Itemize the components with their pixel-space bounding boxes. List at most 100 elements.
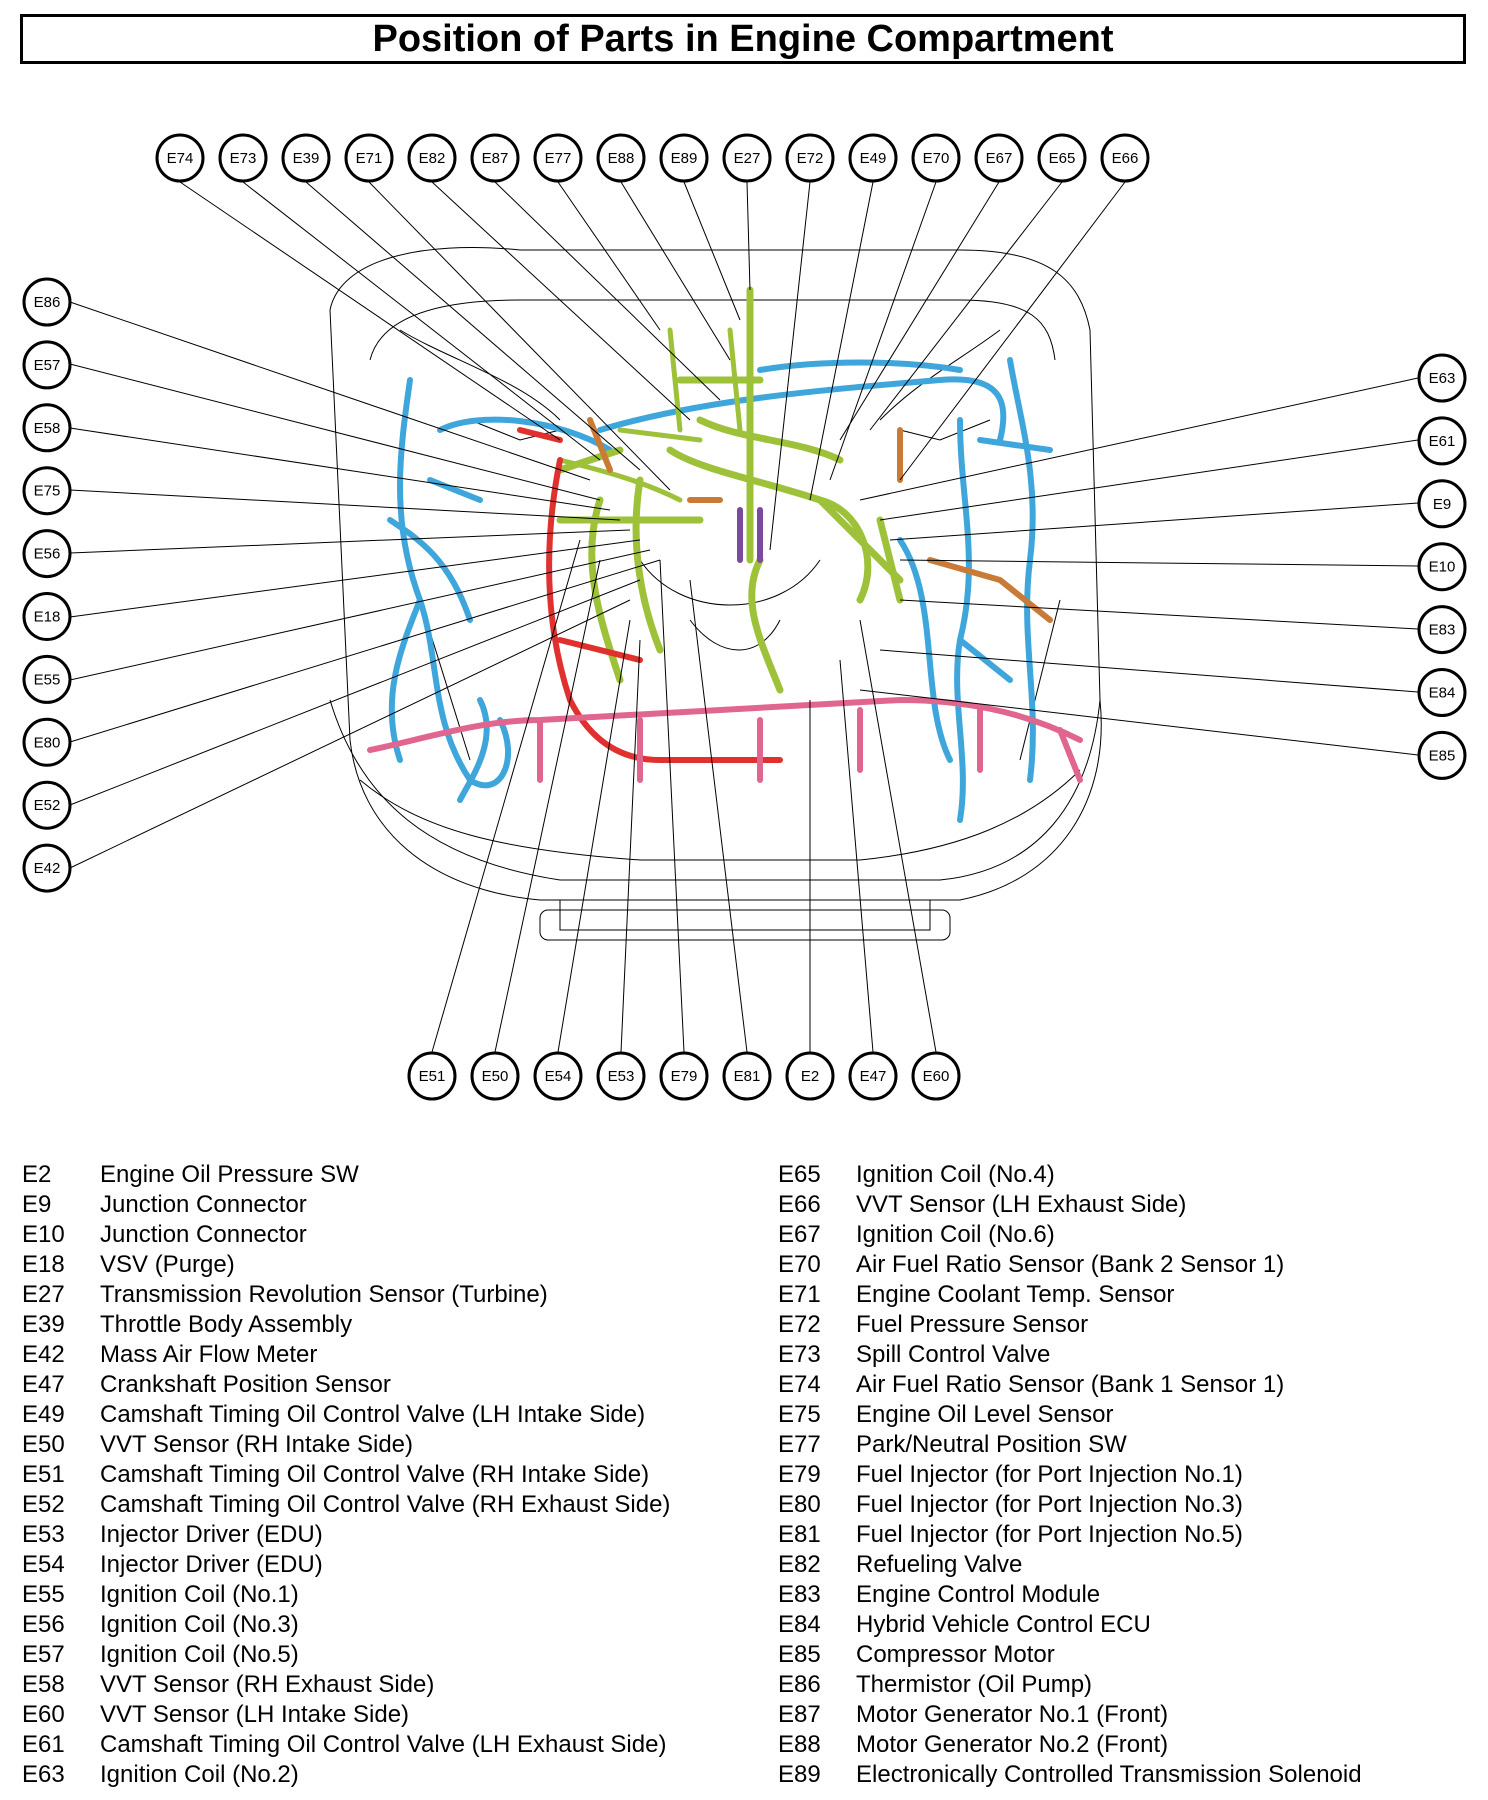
callout-circle <box>22 717 72 767</box>
legend-part-name: Ignition Coil (No.2) <box>100 1761 299 1788</box>
callout-circle <box>470 133 520 183</box>
callout-label: E84 <box>1429 685 1456 702</box>
legend-code: E88 <box>778 1731 821 1758</box>
callout-circle <box>22 592 72 641</box>
legend-row: E80 Fuel Injector (for Port Injection No.… <box>778 1490 1362 1520</box>
callout-circle <box>911 1051 961 1101</box>
callout-circle <box>1417 416 1467 466</box>
harness-pink <box>367 697 1083 783</box>
callout-label: E2 <box>801 1068 819 1085</box>
legend-code: E54 <box>22 1551 65 1578</box>
legend-code: E87 <box>778 1701 821 1728</box>
callout-e27: E27 <box>722 133 772 183</box>
callout-e65: E65 <box>1037 133 1087 183</box>
legend-part-name: Ignition Coil (No.1) <box>100 1581 299 1608</box>
legend-code: E85 <box>778 1641 821 1668</box>
callout-e42: E42 <box>22 843 72 893</box>
callout-circle <box>533 1051 583 1101</box>
callout-circle <box>1417 605 1467 655</box>
legend-code: E52 <box>22 1491 65 1518</box>
legend-part-name: Hybrid Vehicle Control ECU <box>856 1611 1151 1638</box>
callout-e55: E55 <box>22 654 72 704</box>
legend-part-name: VVT Sensor (RH Intake Side) <box>100 1431 414 1458</box>
wire-harness <box>367 286 1083 823</box>
callout-label: E39 <box>293 150 320 167</box>
legend-code: E39 <box>22 1311 65 1338</box>
callout-label: E73 <box>230 150 257 167</box>
legend-code: E67 <box>778 1221 821 1248</box>
callout-label: E89 <box>671 150 698 167</box>
callout-e73: E73 <box>218 133 268 183</box>
callout-circle <box>22 843 72 893</box>
callout-e66: E66 <box>1100 133 1150 183</box>
legend-row: E60 VVT Sensor (LH Intake Side) <box>22 1700 670 1730</box>
callout-e70: E70 <box>911 133 961 183</box>
legend-code: E50 <box>22 1431 65 1458</box>
callout-label: E65 <box>1049 150 1076 167</box>
legend-code: E63 <box>22 1761 65 1788</box>
legend-code: E9 <box>22 1191 52 1218</box>
callout-circle <box>1417 479 1467 529</box>
legend-part-name: Engine Oil Pressure SW <box>100 1161 359 1188</box>
callout-e61: E61 <box>1417 416 1467 466</box>
callout-e10: E10 <box>1417 542 1467 592</box>
callout-circle <box>407 133 457 183</box>
legend-part-name: Fuel Pressure Sensor <box>856 1311 1089 1338</box>
callout-circle <box>1100 133 1150 183</box>
legend-row: E70 Air Fuel Ratio Sensor (Bank 2 Sensor … <box>778 1250 1362 1280</box>
legend-code: E60 <box>22 1701 65 1728</box>
callout-e89: E89 <box>659 133 709 183</box>
legend-code: E2 <box>22 1161 52 1188</box>
callout-e80: E80 <box>22 717 72 767</box>
callout-label: E18 <box>34 609 61 626</box>
legend-code: E57 <box>22 1641 65 1668</box>
callout-e50: E50 <box>470 1051 520 1101</box>
callout-e54: E54 <box>533 1051 583 1101</box>
callout-label: E54 <box>545 1068 572 1085</box>
callout-label: E75 <box>34 483 61 500</box>
callout-e49: E49 <box>848 133 898 183</box>
legend-part-name: Air Fuel Ratio Sensor (Bank 2 Sensor 1) <box>856 1251 1285 1278</box>
vehicle-outline <box>329 247 1102 941</box>
callout-circle <box>1417 730 1467 780</box>
legend-part-name: VVT Sensor (LH Intake Side) <box>100 1701 410 1728</box>
callout-e2: E2 <box>785 1051 835 1101</box>
legend-part-name: Junction Connector <box>100 1221 307 1248</box>
callout-e72: E72 <box>785 133 835 183</box>
callout-e18: E18 <box>22 592 72 641</box>
page-title: Position of Parts in Engine Compartment <box>372 17 1114 60</box>
callout-label: E74 <box>167 150 194 167</box>
callout-e87: E87 <box>470 133 520 183</box>
callout-circle <box>785 133 835 183</box>
legend-part-name: Junction Connector <box>100 1191 307 1218</box>
callout-e60: E60 <box>911 1051 961 1101</box>
callout-e47: E47 <box>848 1051 898 1101</box>
legend-code: E80 <box>778 1491 821 1518</box>
callout-circle <box>470 1051 520 1101</box>
callout-label: E57 <box>34 357 61 374</box>
legend-part-name: Engine Oil Level Sensor <box>856 1401 1114 1428</box>
callout-label: E82 <box>419 150 446 167</box>
callout-e71: E71 <box>344 133 394 183</box>
callout-circle <box>596 1051 646 1101</box>
callout-label: E27 <box>734 150 761 167</box>
legend-code: E70 <box>778 1251 821 1278</box>
callout-label: E72 <box>797 150 824 167</box>
legend-part-name: Fuel Injector (for Port Injection No.3) <box>856 1491 1243 1518</box>
legend-part-name: Fuel Injector (for Port Injection No.5) <box>856 1521 1243 1548</box>
